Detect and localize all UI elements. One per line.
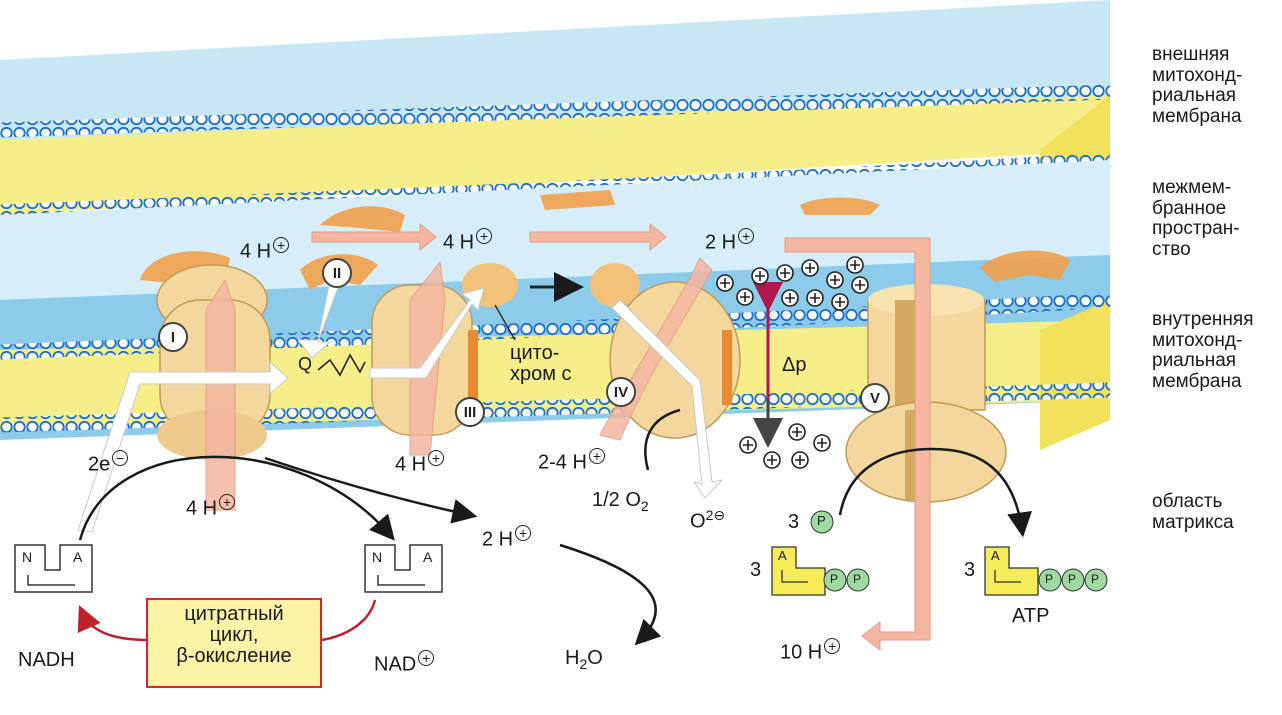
plus-icon: + <box>428 450 445 466</box>
complex-i-label: I <box>158 322 188 352</box>
atp-count: 3 <box>964 559 976 581</box>
delta-p-label: Δp <box>782 354 807 376</box>
label-matrix: область матрикса <box>1152 491 1234 533</box>
phosphate-letter: P <box>817 513 826 528</box>
complex-ii-label: II <box>322 258 352 288</box>
minus-icon: − <box>112 450 129 466</box>
cytochrome-label: цито- хром с <box>510 342 572 385</box>
label-outer-membrane: внешняя митохонд- риальная мембрана <box>1152 44 1243 127</box>
plus-icon: + <box>515 525 532 541</box>
citrate-cycle-box: цитратный цикл, β-окисление <box>146 598 322 688</box>
citrate-arrows <box>77 599 377 642</box>
atp-p3-letter: P <box>1091 572 1100 586</box>
adp-molecule <box>771 510 870 596</box>
nad-shape <box>364 544 443 593</box>
electrons-label: 2e− <box>88 450 129 476</box>
label-intermembrane-space: межмем- бранное простран- ство <box>1152 177 1240 260</box>
proton-label-2-4: 2-4 H+ <box>538 448 605 474</box>
proton-label-10: 10 H+ <box>780 638 841 664</box>
nadh-a-letter: A <box>73 549 83 565</box>
plus-icon: + <box>824 638 841 654</box>
nad-a-letter: A <box>423 549 433 565</box>
adp-p1-letter: P <box>830 572 839 586</box>
plus-icon: + <box>588 448 605 464</box>
phosphate-count: 3 <box>788 511 800 533</box>
nadh-label: NADH <box>18 649 75 671</box>
atp-label: ATP <box>1012 605 1050 627</box>
water-label: H2O <box>565 647 603 672</box>
label-inner-membrane: внутренняя митохонд- риальная мембрана <box>1152 309 1254 392</box>
proton-label-top-right: 2 H+ <box>705 228 755 254</box>
atp-p2-letter: P <box>1068 572 1077 586</box>
proton-plus-signs <box>720 260 865 465</box>
nad-label: NAD+ <box>374 650 435 676</box>
plus-icon: + <box>738 228 755 244</box>
reaction-arrows <box>78 408 1032 646</box>
adp-count: 3 <box>750 559 762 581</box>
proton-label-top-mid: 4 H+ <box>443 228 493 254</box>
complex-v-label: V <box>860 383 890 413</box>
plus-icon: + <box>476 228 493 244</box>
plus-icon: + <box>273 237 290 253</box>
nadh-shape <box>14 544 93 593</box>
nad-n-letter: N <box>372 549 383 565</box>
complex-iv-label: IV <box>606 377 636 407</box>
nadh-n-letter: N <box>22 549 33 565</box>
ubiquinone-label: Q <box>298 354 313 374</box>
complex-iii-label: III <box>455 397 485 427</box>
proton-label-bottom-mid: 4 H+ <box>395 450 445 476</box>
adp-p2-letter: P <box>853 572 862 586</box>
q-linker <box>317 353 366 377</box>
plus-icon: + <box>219 494 236 510</box>
proton-label-bottom-left: 4 H+ <box>186 494 236 520</box>
proton-label-top-left: 4 H+ <box>240 237 290 263</box>
oxygen-label: 1/2 O2 <box>592 489 649 514</box>
atp-a-letter: A <box>991 548 1000 563</box>
atp-p1-letter: P <box>1045 572 1054 586</box>
plus-icon: + <box>418 650 435 666</box>
oxide-label: O2⊖ <box>690 507 726 533</box>
atp-molecule <box>984 546 1108 596</box>
peripheral-proteins <box>140 190 1070 290</box>
adp-a-letter: A <box>778 548 787 563</box>
proton-label-matrix: 2 H+ <box>482 525 532 551</box>
proton-cluster-bottom <box>739 423 831 469</box>
